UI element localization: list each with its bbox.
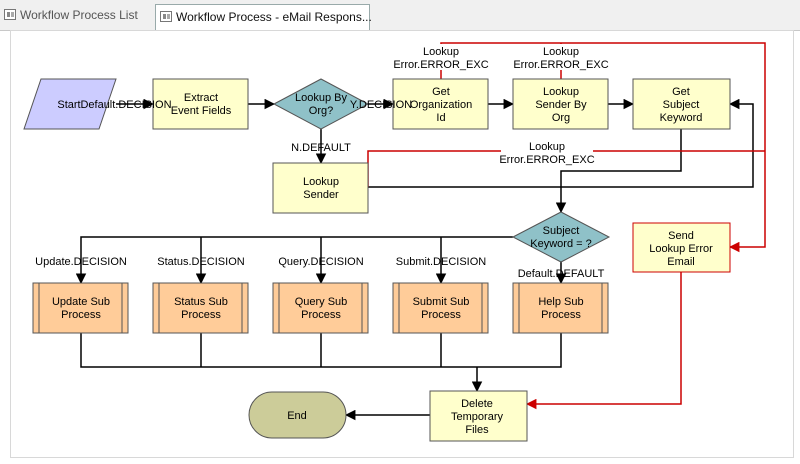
edge-label-y-decision: Y.DECISION — [350, 99, 412, 111]
help-sub-process[interactable] — [512, 282, 609, 334]
get-organization-id-task[interactable] — [392, 78, 489, 130]
edge-error-getorg — [440, 42, 766, 253]
send-lookup-error-email-task[interactable] — [632, 222, 731, 273]
start-label: Start — [57, 99, 80, 111]
edge-label-n-default: N.DEFAULT — [291, 142, 351, 154]
edge-label-query-decision: Query.DECISION — [278, 256, 363, 268]
end-node[interactable] — [248, 391, 347, 439]
lookup-sender-by-org-task[interactable] — [512, 78, 609, 130]
edge-label-default-decision: Default.DECISION — [80, 99, 171, 111]
lookup-by-org-decision[interactable] — [272, 78, 370, 130]
end-label: End — [287, 410, 307, 422]
tab-workflow-process-list[interactable]: Workflow Process List — [0, 5, 152, 25]
form-view-icon — [160, 11, 172, 22]
edge-label-update-decision: Update.DECISION — [35, 256, 127, 268]
tab-label: Workflow Process - eMail Respons... — [176, 10, 372, 24]
update-sub-process[interactable] — [32, 282, 129, 334]
edge-senderror-delete — [525, 272, 682, 410]
edge-label-default-default: Default.DEFAULT — [518, 268, 605, 280]
tab-bar: Workflow Process List Workflow Process -… — [0, 0, 800, 31]
edge-lookupsender-getsubject — [368, 98, 754, 188]
query-sub-process[interactable] — [272, 282, 369, 334]
status-sub-process[interactable] — [152, 282, 249, 334]
list-view-icon — [4, 9, 16, 20]
subject-keyword-decision[interactable] — [511, 211, 611, 263]
tab-label: Workflow Process List — [20, 8, 138, 22]
submit-sub-process[interactable] — [392, 282, 489, 334]
get-subject-keyword-task[interactable] — [632, 78, 731, 130]
edge-keyword-update — [75, 236, 513, 285]
delete-temporary-files-task[interactable] — [429, 390, 528, 442]
edge-label-submit-decision: Submit.DECISION — [396, 256, 487, 268]
extract-event-fields-task[interactable] — [152, 78, 249, 130]
tab-workflow-process-detail[interactable]: Workflow Process - eMail Respons... — [155, 4, 372, 30]
lookup-sender-task[interactable] — [272, 162, 369, 214]
edge-label-status-decision: Status.DECISION — [157, 256, 244, 268]
edge-getsubject-keyword — [555, 129, 682, 214]
start-node[interactable] — [23, 78, 117, 130]
